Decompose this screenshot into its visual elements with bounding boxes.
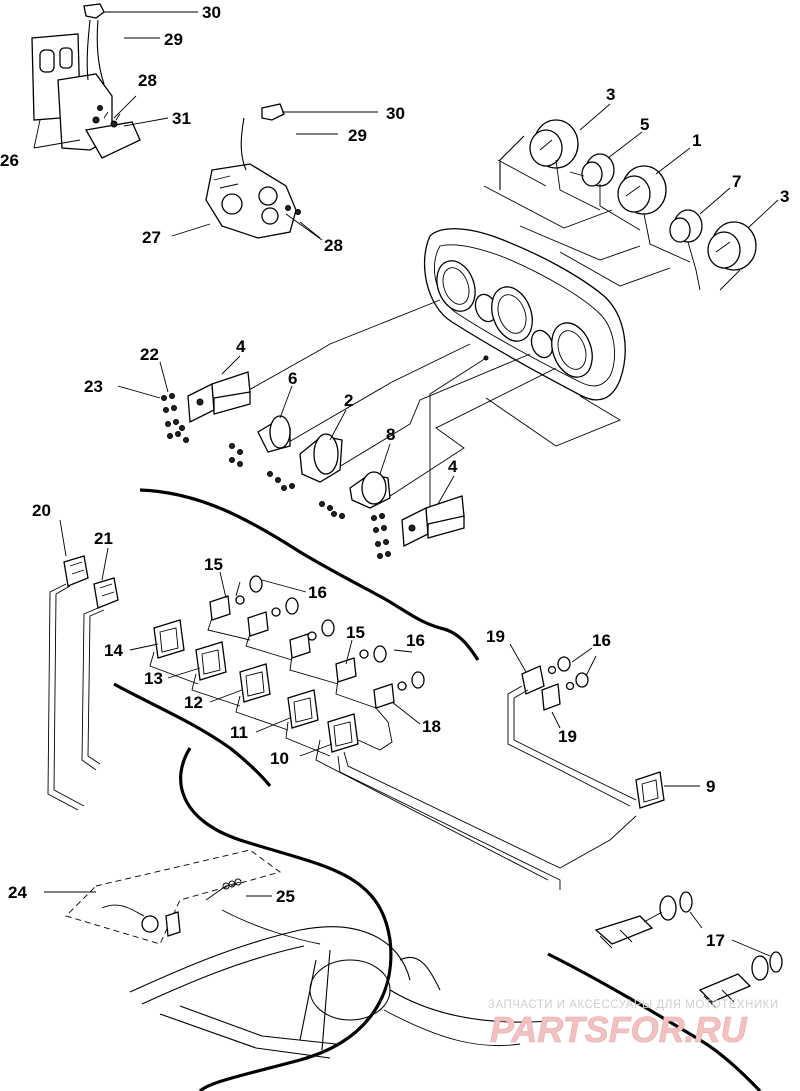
callout-22: 22: [140, 345, 159, 364]
switch-9: [635, 771, 665, 809]
callout-29a: 29: [164, 30, 183, 49]
callout-4a: 4: [236, 337, 246, 356]
gauge-3b: [707, 221, 757, 271]
gauge-cup-6: [229, 415, 291, 467]
lamps-16: [235, 575, 425, 691]
callout-leaders: [33, 11, 779, 957]
control-assembly-27: [205, 103, 301, 239]
switch-20: [63, 555, 89, 587]
switch-11: [287, 689, 319, 729]
callout-16a: 16: [308, 583, 327, 602]
bracket-assembly-26: [31, 3, 141, 159]
callout-29b: 29: [348, 126, 367, 145]
callout-26: 26: [0, 151, 19, 170]
callout-25: 25: [276, 887, 295, 906]
mounting-bracket-4b: [371, 495, 465, 559]
callout-14: 14: [104, 641, 123, 660]
indicator-gauge-5: [569, 153, 615, 187]
callout-15b: 15: [346, 623, 365, 642]
harness-17: [594, 891, 783, 1009]
mounting-bracket-4a: [187, 371, 251, 424]
indicator-18: [373, 683, 395, 709]
callout-12: 12: [184, 693, 203, 712]
gauge-cup-2: [267, 433, 343, 491]
callout-2: 2: [344, 391, 353, 410]
callout-15a: 15: [204, 555, 223, 574]
callout-13: 13: [144, 669, 163, 688]
callout-23: 23: [84, 377, 103, 396]
switch-13: [195, 641, 227, 681]
callout-28b: 28: [324, 236, 343, 255]
callout-19b: 19: [558, 727, 577, 746]
indicator-15b: [335, 657, 357, 683]
gauge-cup-8: [319, 471, 391, 519]
switch-19b: [541, 683, 561, 711]
callout-30b: 30: [386, 104, 405, 123]
callout-20: 20: [32, 501, 51, 520]
callout-8: 8: [386, 425, 395, 444]
callout-18: 18: [422, 717, 441, 736]
indicator-gauge-7: [669, 209, 703, 243]
callout-3a: 3: [606, 85, 615, 104]
callout-28a: 28: [138, 71, 157, 90]
switch-21: [93, 577, 119, 609]
callout-4b: 4: [448, 457, 458, 476]
callout-19a: 19: [486, 627, 505, 646]
switch-19a: [521, 665, 545, 695]
callout-24: 24: [8, 883, 27, 902]
instrument-cluster-housing: [423, 228, 626, 401]
switch-12: [239, 663, 271, 703]
callout-27: 27: [142, 228, 161, 247]
lamps-16-right: [547, 656, 589, 691]
watermark-caption: ЗАПЧАСТИ И АКСЕССУАРЫ ДЛЯ МОТОТЕХНИКИ: [488, 999, 779, 1011]
callout-31: 31: [172, 109, 191, 128]
switch-10: [327, 713, 359, 753]
steering-area: [129, 926, 561, 1059]
switch-14: [153, 619, 185, 659]
tachometer-gauge-3a: [499, 119, 579, 190]
harness-kit-24: [65, 849, 282, 945]
speedometer-gauge-1: [617, 165, 667, 215]
switch-cluster: [149, 575, 637, 890]
callout-3b: 3: [780, 187, 789, 206]
callout-5: 5: [640, 115, 649, 134]
callout-7: 7: [732, 172, 741, 191]
callout-11: 11: [230, 723, 248, 742]
callout-10: 10: [270, 749, 289, 768]
indicator-15a: [209, 595, 311, 659]
gauge-set: [483, 119, 757, 291]
watermark-brand: PARTSFOR.RU: [490, 1009, 748, 1050]
callout-16b: 16: [406, 631, 425, 650]
callout-16c: 16: [592, 631, 611, 650]
callout-6: 6: [288, 369, 297, 388]
callout-21: 21: [94, 529, 113, 548]
callout-labels: 30 29 28 31 26 30 29 27 28 3 5 1 7 3 22 …: [0, 3, 789, 950]
callout-17: 17: [706, 931, 725, 950]
watermark: ЗАПЧАСТИ И АКСЕССУАРЫ ДЛЯ МОТОТЕХНИКИ PA…: [488, 999, 779, 1050]
fasteners-22-23: [161, 393, 189, 443]
callout-9: 9: [706, 777, 715, 796]
callout-1: 1: [692, 131, 701, 150]
callout-30a: 30: [202, 3, 221, 22]
